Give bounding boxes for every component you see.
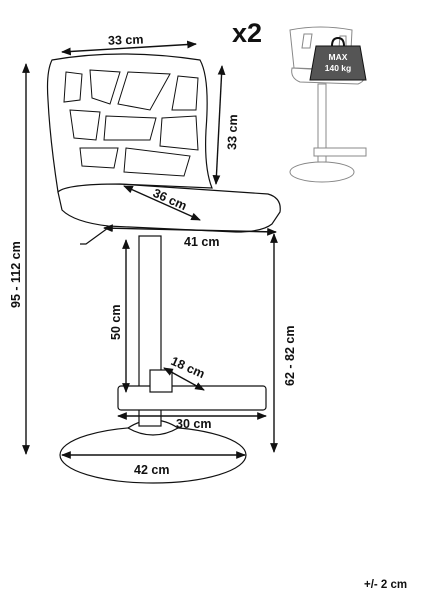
backrest-height-label: 33 cm bbox=[225, 114, 240, 150]
seat-width-arrow bbox=[103, 224, 277, 236]
backrest bbox=[46, 53, 213, 194]
weight-handle bbox=[331, 36, 345, 47]
quantity-label: x2 bbox=[232, 18, 262, 48]
footrest-collar bbox=[149, 369, 173, 393]
max-load-line2: 140 kg bbox=[325, 63, 351, 73]
seat-width-label: 41 cm bbox=[184, 235, 219, 249]
stool-drawing bbox=[46, 53, 281, 484]
total-height-label: 95 - 112 cm bbox=[9, 241, 23, 308]
lift-range-label: 50 cm bbox=[109, 305, 123, 340]
base-diameter-label: 42 cm bbox=[134, 463, 169, 477]
weight-icon: MAX 140 kg bbox=[309, 36, 367, 81]
seat-depth-arrow bbox=[123, 185, 201, 221]
backrest-height-arrow bbox=[212, 65, 226, 185]
footrest-depth-label: 18 cm bbox=[169, 354, 207, 381]
weight-body bbox=[309, 45, 367, 81]
thumbnail-footrest bbox=[313, 147, 367, 157]
backrest-cutouts bbox=[63, 69, 199, 177]
backrest-width-arrow bbox=[61, 40, 197, 56]
footrest-width-label: 30 cm bbox=[176, 417, 211, 431]
thumbnail-base bbox=[289, 161, 355, 183]
lift-lever bbox=[80, 227, 109, 245]
max-load-line1: MAX bbox=[329, 52, 348, 62]
footrest-depth-arrow bbox=[163, 367, 205, 391]
backrest-width-label: 33 cm bbox=[108, 33, 144, 48]
dimension-lines bbox=[22, 40, 278, 459]
footrest-ring bbox=[117, 385, 267, 411]
tolerance-note: +/- 2 cm bbox=[364, 579, 407, 591]
seat-height-label: 62 - 82 cm bbox=[283, 326, 297, 386]
